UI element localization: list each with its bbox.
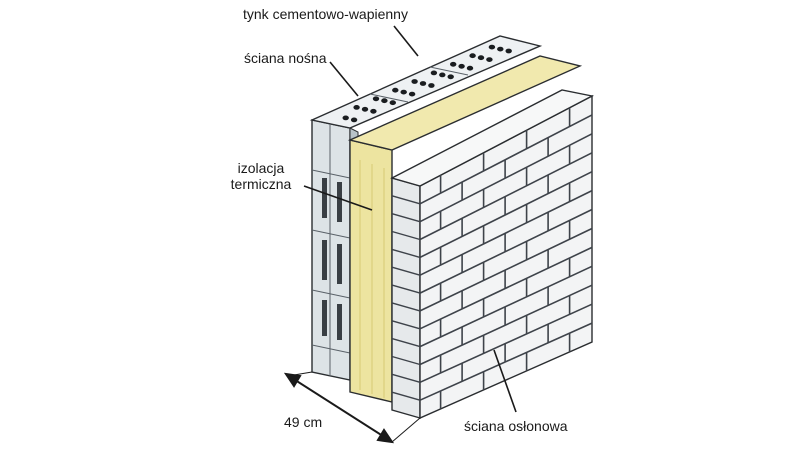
label-insulation: izolacja termiczna — [216, 160, 306, 192]
bed-joint — [419, 114, 593, 205]
perforation-hole — [439, 72, 446, 78]
label-dimension: 49 cm — [284, 414, 323, 430]
perforation-hole — [458, 63, 465, 69]
side-bed-joint — [391, 373, 421, 383]
side-bed-joint — [391, 355, 421, 366]
perforation-hole — [381, 98, 388, 104]
bed-joint — [419, 170, 593, 259]
insulation-front — [349, 139, 393, 403]
label-facing-wall: ściana osłonowa — [464, 418, 568, 434]
leader-plaster — [393, 25, 419, 57]
block-joints — [311, 124, 351, 376]
perforation-holes — [342, 44, 512, 123]
insulation-top — [347, 55, 583, 151]
brick-front-face — [419, 94, 593, 420]
perforation-hole — [447, 74, 454, 80]
leader-insulation — [303, 185, 373, 211]
leader-facing — [493, 349, 517, 413]
bed-joint — [419, 265, 593, 348]
insulation-texture — [359, 160, 385, 398]
dimension-arrow — [283, 371, 421, 444]
brick-side-face — [391, 177, 421, 419]
label-load-bearing-wall: ściana nośna — [244, 50, 327, 66]
brick-side-joints — [391, 195, 421, 401]
perforation-hole — [505, 48, 512, 54]
side-bed-joint — [391, 320, 421, 330]
leader-load-bearing — [329, 61, 359, 97]
side-bed-joint — [391, 248, 421, 259]
perforation-hole — [466, 65, 474, 71]
label-insulation-line1: izolacja — [237, 160, 285, 176]
bed-joint — [419, 152, 593, 241]
label-plaster: tynk cementowo-wapienny — [243, 6, 408, 22]
perforation-hole — [342, 115, 349, 121]
brick-mortar-joints — [419, 107, 593, 409]
block-cavities — [322, 178, 342, 340]
leader-lines — [303, 25, 517, 413]
bed-joint — [419, 189, 593, 276]
bed-joint — [419, 303, 593, 384]
perforation-hole — [488, 44, 496, 50]
bed-joint — [419, 227, 593, 312]
block-front-face — [311, 119, 351, 381]
perforation-hole — [392, 87, 399, 93]
label-insulation-line2: termiczna — [230, 176, 292, 192]
perforation-hole — [428, 83, 435, 88]
side-bed-joint — [391, 266, 421, 276]
bed-joint — [419, 208, 593, 294]
bed-joint — [419, 322, 593, 401]
side-bed-joint — [391, 213, 421, 223]
side-bed-joint — [391, 391, 421, 401]
side-bed-joint — [391, 337, 421, 348]
brick-top-face — [390, 89, 595, 187]
side-bed-joint — [391, 302, 421, 312]
perforation-hole — [353, 105, 360, 110]
bed-joint — [419, 133, 593, 223]
perforation-hole — [469, 53, 476, 59]
perforation-hole — [419, 81, 427, 86]
perforation-hole — [486, 57, 493, 62]
perforation-hole — [411, 79, 418, 84]
side-bed-joint — [391, 230, 421, 241]
bed-joint — [419, 284, 593, 366]
perforation-hole — [408, 91, 416, 97]
perforation-hole — [430, 70, 438, 76]
perforation-hole — [370, 108, 377, 114]
perforation-hole — [477, 55, 485, 61]
facing-brick-wall — [390, 89, 595, 420]
perforation-hole — [389, 100, 396, 106]
perforation-hole — [361, 106, 369, 112]
side-bed-joint — [391, 195, 421, 205]
side-bed-joint — [391, 284, 421, 294]
perforation-hole — [350, 117, 358, 123]
perforation-hole — [450, 61, 457, 67]
bed-joint — [419, 246, 593, 330]
perforation-hole — [400, 89, 407, 95]
perforation-hole — [372, 96, 380, 102]
top-joints — [369, 66, 469, 103]
perforation-hole — [497, 46, 504, 52]
